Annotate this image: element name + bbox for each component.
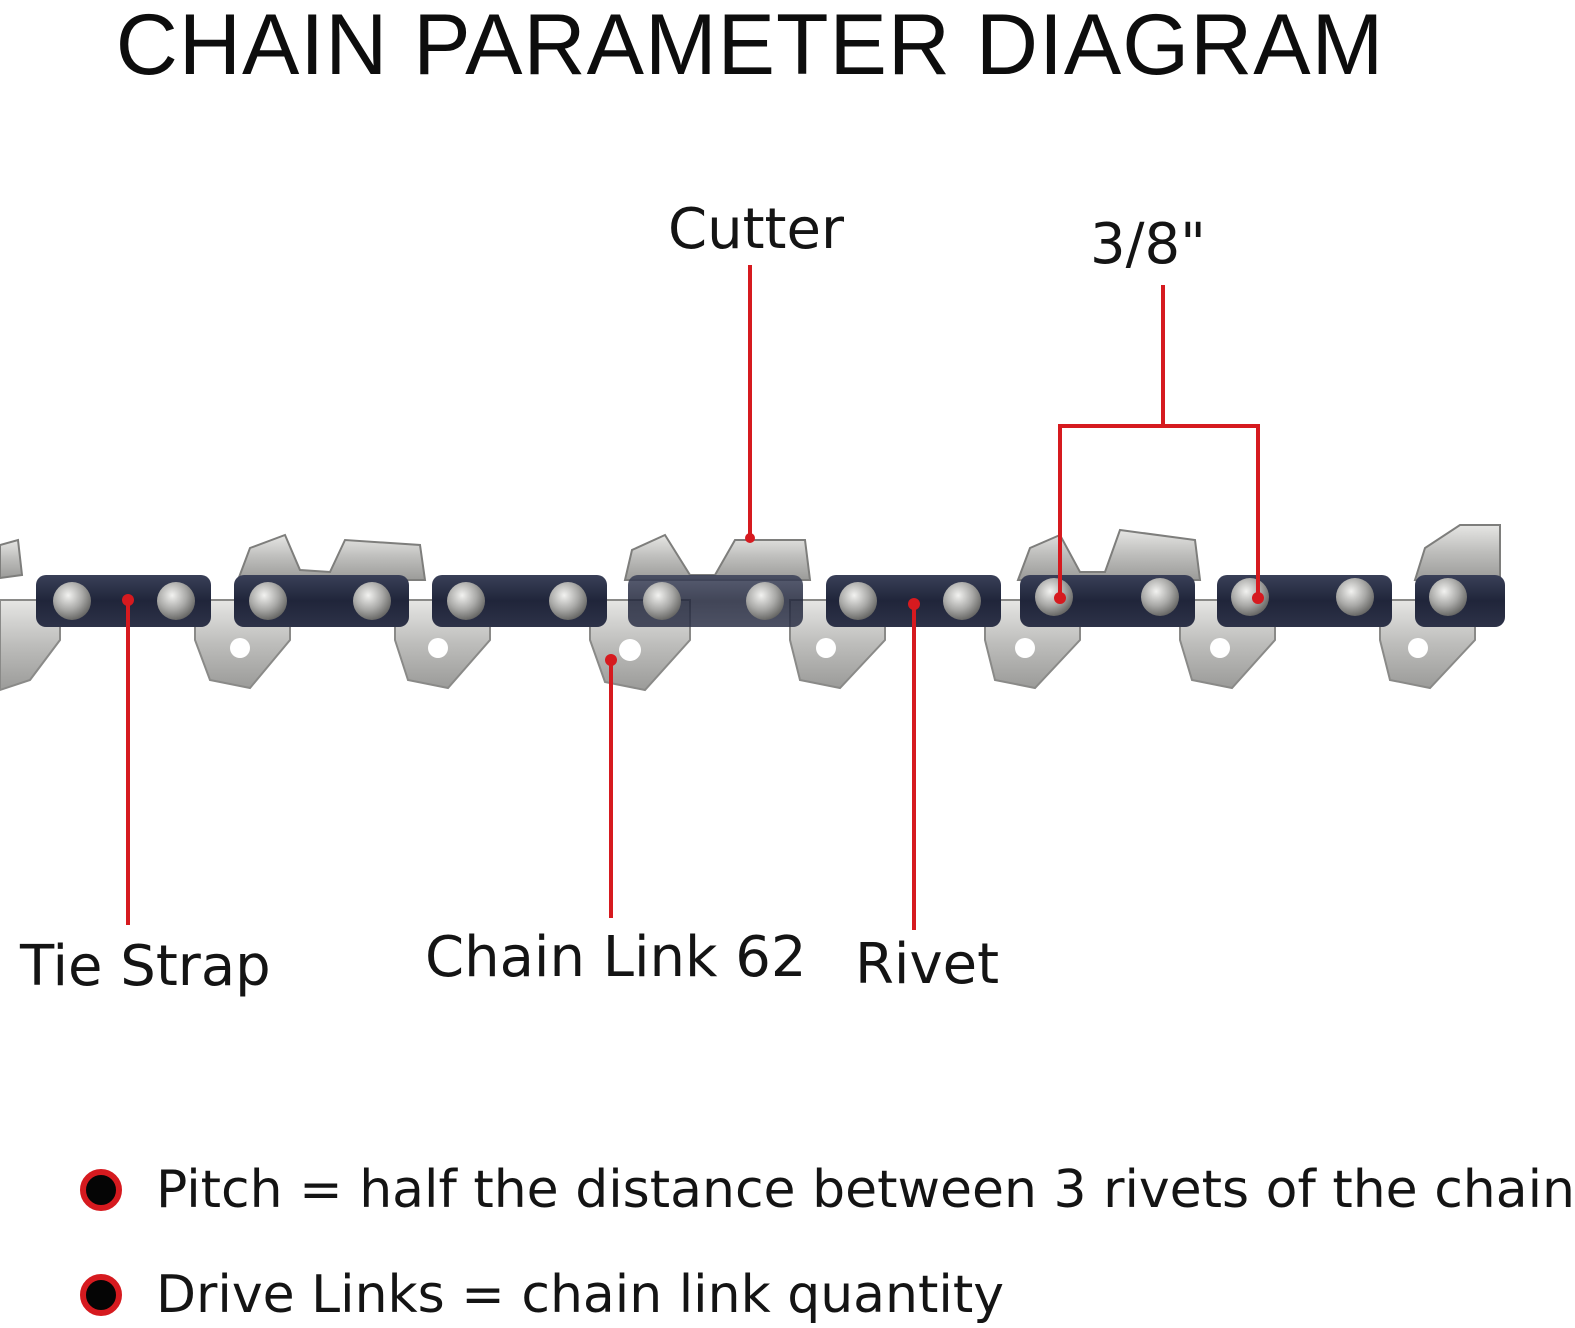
pitch-note: Pitch = half the distance between 3 rive… [80, 1160, 1575, 1220]
drive-links-note-text: Drive Links = chain link quantity [156, 1265, 1004, 1325]
leader-lines [126, 265, 1260, 930]
tie-strap-label: Tie Strap [20, 934, 271, 999]
chain-link-label: Chain Link 62 [425, 925, 807, 990]
rivet-label: Rivet [855, 932, 1000, 997]
bullet-icon [80, 1274, 122, 1316]
rivets [53, 578, 1467, 620]
leader-dots [122, 533, 1264, 666]
pitch-note-text: Pitch = half the distance between 3 rive… [156, 1160, 1575, 1220]
chain-illustration [0, 265, 1505, 930]
bullet-icon [80, 1169, 122, 1211]
cutters [0, 524, 1501, 581]
pitch-bracket [1058, 424, 1260, 598]
drive-links-note: Drive Links = chain link quantity [80, 1265, 1004, 1325]
cutter-label: Cutter [668, 197, 844, 262]
pitch-value-label: 3/8" [1090, 212, 1206, 277]
diagram-title: CHAIN PARAMETER DIAGRAM [115, 0, 1385, 93]
